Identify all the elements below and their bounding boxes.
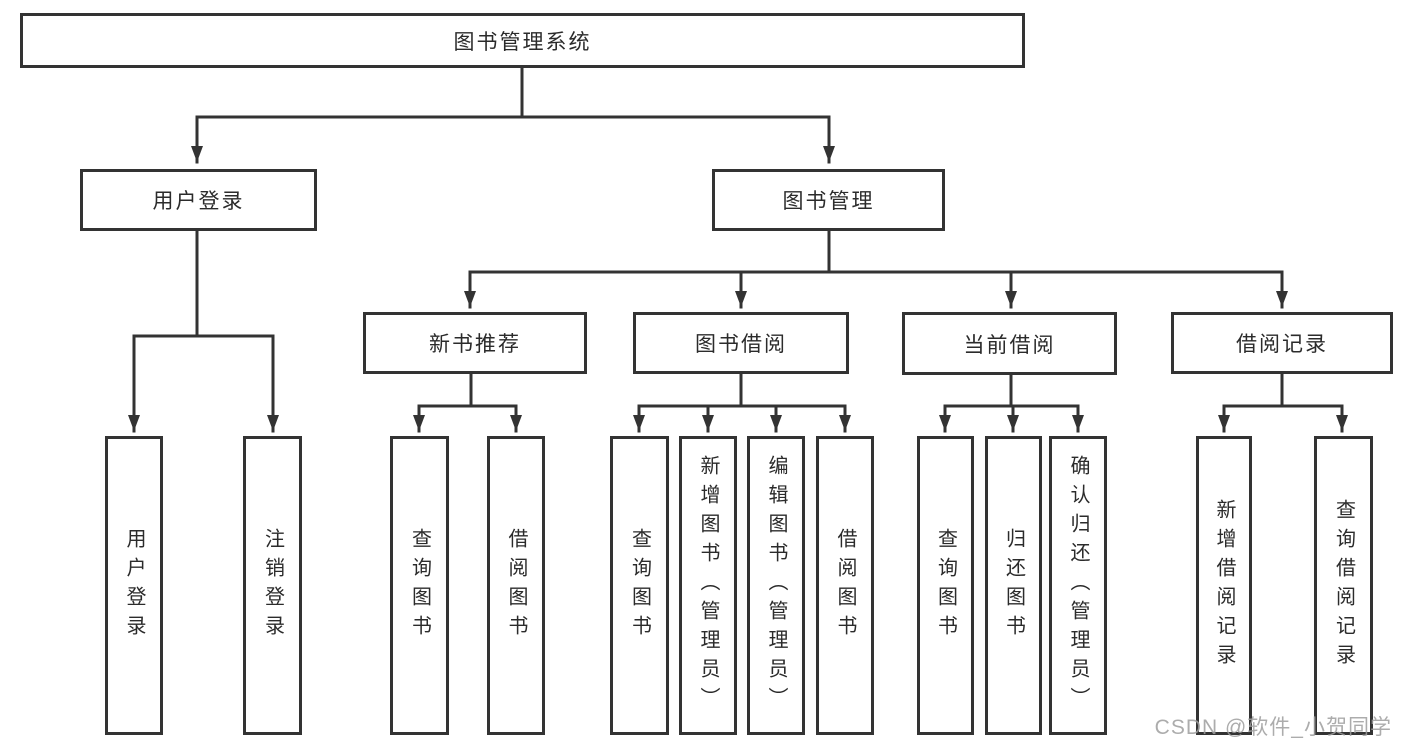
leaf-borrow-books-recommend: 借阅图书 [487, 436, 545, 735]
root-connectors [191, 66, 835, 164]
node-label: 归还图书 [1002, 527, 1025, 644]
node-label: 查询借阅记录 [1332, 498, 1355, 673]
leaf-confirm-return-admin: 确认归还（管理员） [1049, 436, 1107, 735]
node-label: 图书借阅 [695, 333, 787, 356]
leaf-user-login: 用户登录 [105, 436, 163, 735]
node-label: 借阅图书 [505, 527, 527, 644]
node-borrow-records: 借阅记录 [1171, 312, 1393, 374]
node-label: 借阅图书 [834, 527, 856, 644]
leaf-add-borrow-record: 新增借阅记录 [1196, 436, 1252, 735]
node-label: 新书推荐 [429, 333, 521, 356]
node-label: 当前借阅 [963, 333, 1056, 357]
node-book-borrow: 图书借阅 [633, 312, 849, 374]
node-label: 用户登录 [152, 190, 245, 213]
book-borrow-connectors [633, 372, 851, 433]
node-label: 新增借阅记录 [1213, 498, 1235, 673]
leaf-query-borrow-record: 查询借阅记录 [1314, 436, 1373, 735]
node-label: 确认归还（管理员） [1067, 455, 1089, 716]
node-label: 查询图书 [408, 527, 431, 644]
leaf-borrow-books: 借阅图书 [816, 436, 874, 735]
leaf-query-books-borrow: 查询图书 [610, 436, 669, 735]
node-label: 图书管理系统 [453, 30, 592, 54]
leaf-logout: 注销登录 [243, 436, 302, 735]
leaf-add-book-admin: 新增图书（管理员） [679, 436, 737, 735]
leaf-edit-book-admin: 编辑图书（管理员） [747, 436, 805, 735]
node-label: 借阅记录 [1236, 333, 1328, 356]
node-label: 查询图书 [628, 527, 651, 644]
borrow-records-connectors [1218, 372, 1348, 433]
book-management-connectors [464, 229, 1288, 309]
node-current-borrow: 当前借阅 [902, 312, 1117, 375]
csdn-watermark: CSDN @软件_小贺同学 [1154, 716, 1392, 739]
node-label: 新增图书（管理员） [697, 455, 719, 716]
leaf-return-book: 归还图书 [985, 436, 1042, 735]
node-book-management: 图书管理 [712, 169, 945, 231]
node-label: 查询图书 [934, 527, 957, 644]
node-label: 编辑图书（管理员） [765, 455, 787, 716]
node-library-management-system: 图书管理系统 [20, 13, 1025, 68]
new-book-recommend-connectors [413, 372, 522, 433]
user-login-connectors [128, 229, 279, 433]
node-label: 用户登录 [123, 527, 145, 644]
node-new-book-recommend: 新书推荐 [363, 312, 587, 374]
leaf-query-books-current: 查询图书 [917, 436, 974, 735]
node-label: 注销登录 [261, 527, 284, 644]
current-borrow-connectors [939, 373, 1084, 433]
node-label: 图书管理 [782, 190, 875, 213]
leaf-query-books-recommend: 查询图书 [390, 436, 449, 735]
node-user-login: 用户登录 [80, 169, 317, 231]
